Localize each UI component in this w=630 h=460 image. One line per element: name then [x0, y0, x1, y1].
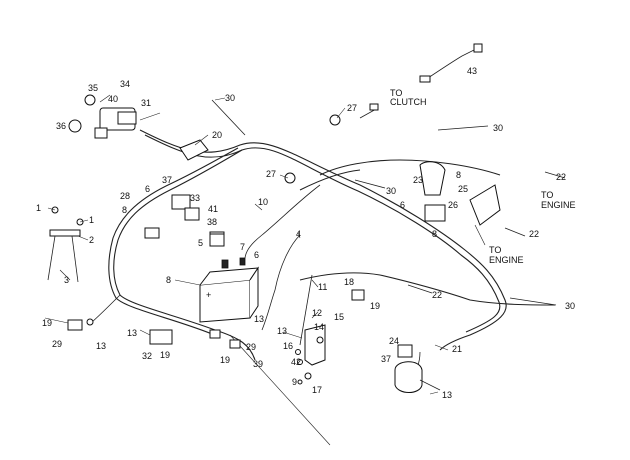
callout-15: 15 — [334, 312, 344, 322]
callout-5: 5 — [198, 238, 203, 248]
callout-6: 6 — [254, 250, 259, 260]
leader-lines — [44, 94, 486, 395]
callout-13: 13 — [254, 314, 264, 324]
callout-9: 9 — [292, 377, 297, 387]
callout-39: 39 — [253, 359, 263, 369]
callout-11: 11 — [318, 282, 327, 292]
callout-34: 34 — [120, 79, 130, 89]
callout-19: 19 — [42, 318, 52, 328]
callout-6: 6 — [145, 184, 150, 194]
callout-36: 36 — [56, 121, 66, 131]
callout-13: 13 — [277, 326, 287, 336]
callout-4: 4 — [296, 229, 301, 239]
callout-42: 42 — [291, 357, 301, 367]
callout-12: 12 — [312, 308, 322, 318]
to-engine-label: TO — [541, 190, 553, 200]
callout-19: 19 — [370, 301, 380, 311]
callouts: 1 1 2 3 4 5 6 6 6 7 8 8 8 8 9 10 11 12 1… — [36, 66, 575, 400]
to-clutch-label: TO — [390, 88, 402, 98]
callout-1: 1 — [89, 215, 94, 225]
to-clutch-label: CLUTCH — [390, 97, 427, 107]
callout-22: 22 — [556, 172, 566, 182]
harness-wires — [91, 129, 556, 379]
callout-19: 19 — [220, 355, 230, 365]
callout-25: 25 — [458, 184, 468, 194]
callout-30: 30 — [225, 93, 235, 103]
callout-20: 20 — [212, 130, 222, 140]
components: + — [47, 94, 501, 393]
callout-24: 24 — [389, 336, 399, 346]
callout-32: 32 — [142, 351, 152, 361]
to-engine-label: TO — [489, 245, 501, 255]
callout-41: 41 — [208, 204, 218, 214]
destination-labels: TO CLUTCH TO ENGINE TO ENGINE — [390, 88, 576, 265]
starter-solenoid — [394, 344, 441, 393]
loose-cables — [211, 43, 566, 446]
callout-27: 27 — [266, 169, 276, 179]
callout-13: 13 — [127, 328, 137, 338]
bracket-assembly — [295, 274, 326, 385]
callout-29: 29 — [246, 342, 256, 352]
callout-18: 18 — [344, 277, 354, 287]
callout-7: 7 — [240, 242, 245, 252]
callout-8: 8 — [432, 229, 437, 239]
callout-8: 8 — [122, 205, 127, 215]
callout-23: 23 — [413, 175, 423, 185]
callout-33: 33 — [190, 193, 200, 203]
terminal-posts — [47, 206, 84, 283]
callout-37: 37 — [162, 175, 172, 185]
callout-16: 16 — [283, 341, 293, 351]
svg-text:+: + — [206, 290, 211, 300]
engine-components — [284, 114, 501, 226]
relay-5 — [209, 233, 225, 247]
callout-38: 38 — [207, 217, 217, 227]
callout-3: 3 — [64, 275, 69, 285]
callout-31: 31 — [141, 98, 151, 108]
callout-43: 43 — [467, 66, 477, 76]
callout-6: 6 — [400, 200, 405, 210]
callout-29: 29 — [52, 339, 62, 349]
callout-10: 10 — [258, 197, 268, 207]
switch-panel — [68, 94, 209, 161]
lower-connectors — [67, 318, 241, 349]
battery: + — [199, 257, 259, 323]
callout-40: 40 — [108, 94, 118, 104]
to-engine-label: ENGINE — [489, 255, 524, 265]
callout-27: 27 — [347, 103, 357, 113]
callout-30: 30 — [493, 123, 503, 133]
callout-19: 19 — [160, 350, 170, 360]
callout-2: 2 — [89, 235, 94, 245]
callout-30: 30 — [386, 186, 396, 196]
callout-13: 13 — [96, 341, 106, 351]
callout-22: 22 — [529, 229, 539, 239]
callout-8: 8 — [456, 170, 461, 180]
to-engine-label: ENGINE — [541, 200, 576, 210]
callout-28: 28 — [120, 191, 130, 201]
callout-1: 1 — [36, 203, 41, 213]
callout-30: 30 — [565, 301, 575, 311]
callout-21: 21 — [452, 344, 462, 354]
callout-37: 37 — [381, 354, 391, 364]
callout-22: 22 — [432, 290, 442, 300]
callout-14: 14 — [314, 322, 324, 332]
callout-8: 8 — [166, 275, 171, 285]
callout-35: 35 — [88, 83, 98, 93]
callout-26: 26 — [448, 200, 458, 210]
callout-17: 17 — [312, 385, 322, 395]
callout-13: 13 — [442, 390, 452, 400]
connector-18 — [351, 289, 365, 301]
